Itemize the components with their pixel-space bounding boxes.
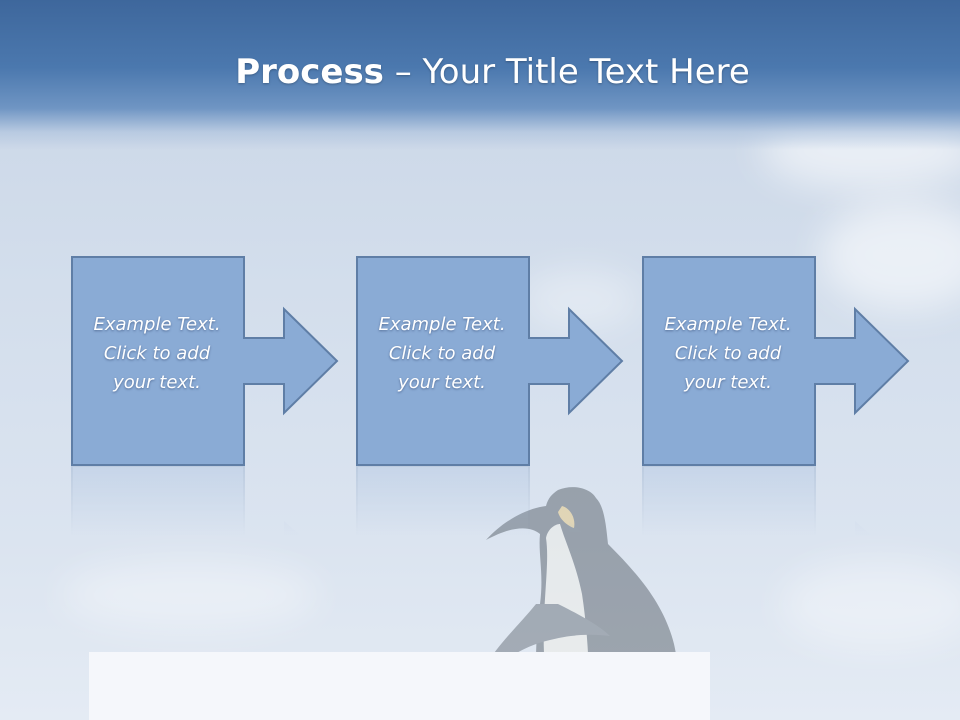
step-text-line: Example Text. xyxy=(378,314,506,335)
step-text-line: your text. xyxy=(684,372,772,393)
step-reflection xyxy=(642,465,960,537)
cloud xyxy=(60,560,320,630)
step-text-line: Click to add xyxy=(674,343,782,364)
step-text: Example Text. Click to add your text. xyxy=(356,310,528,397)
step-text-line: Example Text. xyxy=(93,314,221,335)
step-text-line: Example Text. xyxy=(664,314,792,335)
cloud xyxy=(820,200,960,310)
process-step-2[interactable]: Example Text. Click to add your text. xyxy=(356,256,696,466)
step-text-line: Click to add xyxy=(103,343,211,364)
arrow-callout-shape xyxy=(356,256,624,466)
arrow-callout-shape xyxy=(642,256,910,466)
step-text-line: your text. xyxy=(113,372,201,393)
process-step-1[interactable]: Example Text. Click to add your text. xyxy=(71,256,411,466)
step-text-line: your text. xyxy=(398,372,486,393)
title-band xyxy=(0,0,960,150)
title-rest-text: – Your Title Text Here xyxy=(383,52,750,92)
step-text-line: Click to add xyxy=(388,343,496,364)
reflection-shape xyxy=(642,465,872,537)
text-placeholder-box[interactable] xyxy=(89,652,710,720)
process-step-3[interactable]: Example Text. Click to add your text. xyxy=(642,256,960,466)
title-bold-text: Process xyxy=(235,52,384,92)
step-text: Example Text. Click to add your text. xyxy=(71,310,243,397)
arrow-callout-shape xyxy=(71,256,339,466)
cloud xyxy=(780,560,960,650)
slide-title[interactable]: Process – Your Title Text Here xyxy=(0,52,960,92)
step-text: Example Text. Click to add your text. xyxy=(642,310,814,397)
